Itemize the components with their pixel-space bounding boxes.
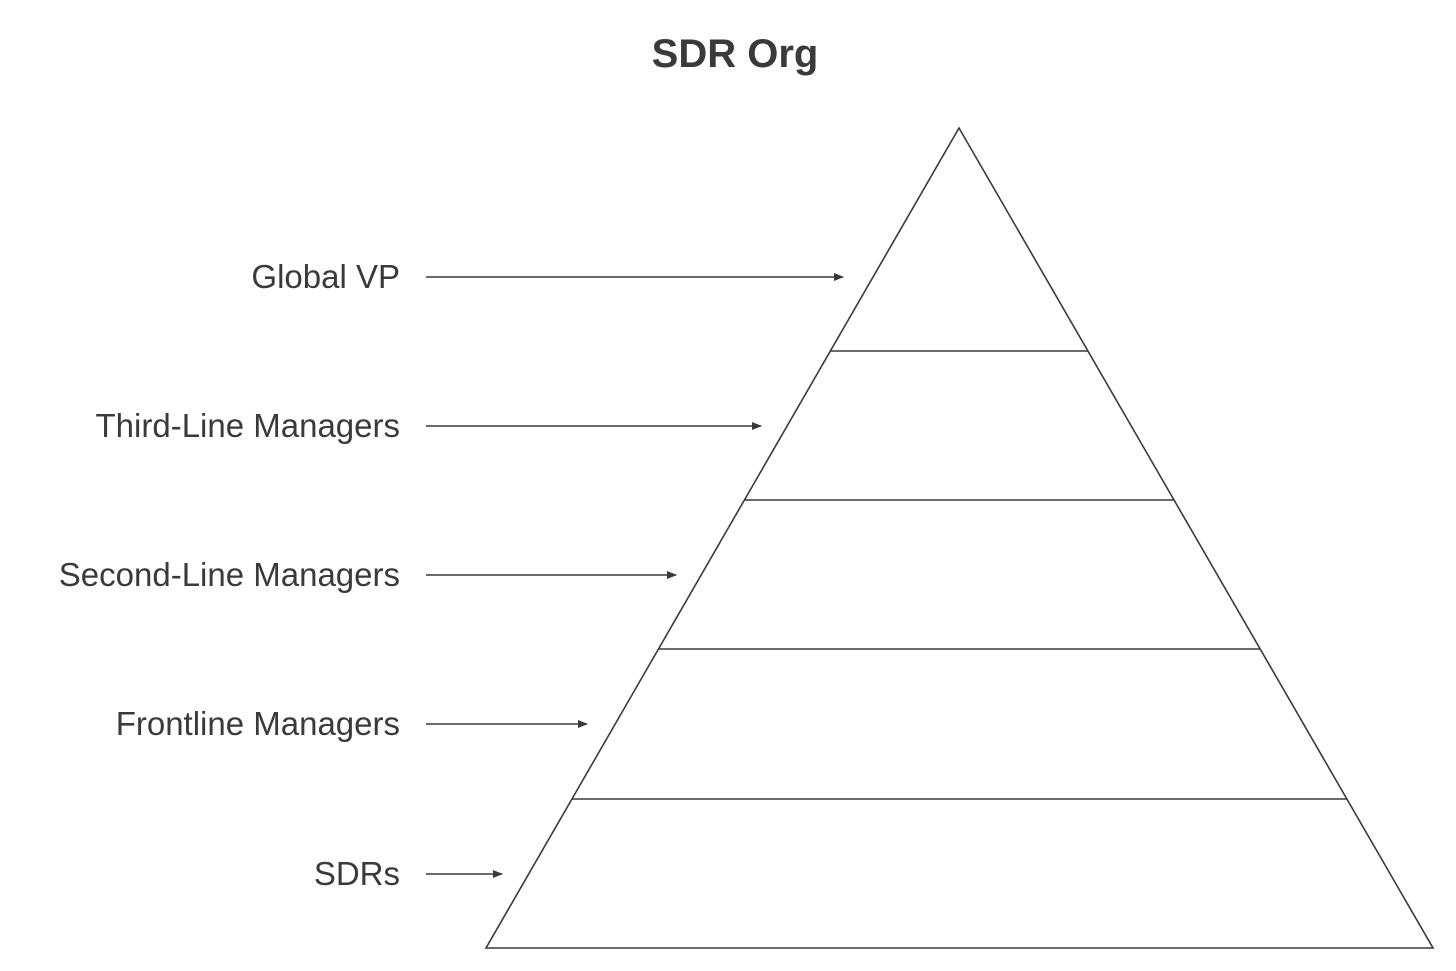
tier-label-frontline-managers: Frontline Managers: [116, 705, 400, 742]
tier-label-sdrs: SDRs: [314, 855, 400, 892]
diagram-title: SDR Org: [651, 32, 819, 76]
pyramid-outline: [484, 126, 1435, 949]
tier-label-global-vp: Global VP: [251, 258, 400, 295]
tier-label-second-line-managers: Second-Line Managers: [59, 556, 400, 593]
tier-label-third-line-managers: Third-Line Managers: [96, 407, 400, 444]
